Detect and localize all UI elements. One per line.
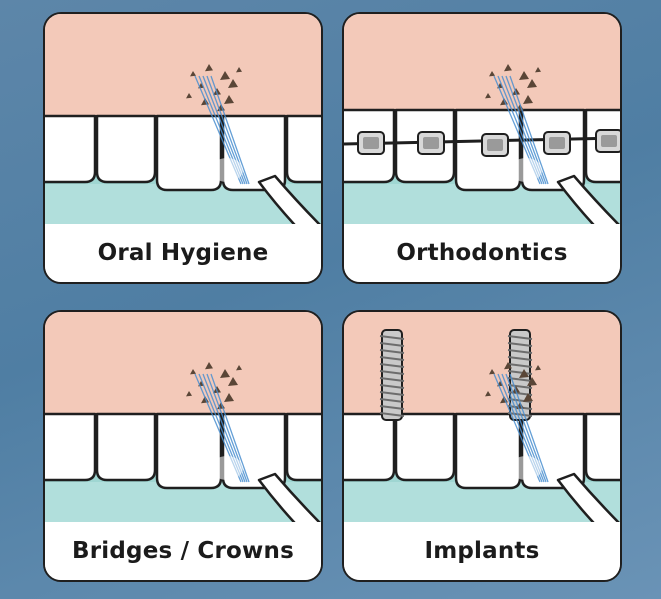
tooth-icon: [285, 412, 321, 482]
flosser-tip-icon: [556, 174, 620, 224]
tooth-icon: [394, 412, 456, 482]
implants-illustration: [344, 312, 620, 522]
implant-screw-icon: [379, 329, 405, 421]
tooth-icon: [95, 114, 157, 184]
flosser-tip-icon: [556, 472, 620, 522]
tooth-icon: [285, 114, 321, 184]
debris-icon: [527, 79, 537, 88]
debris-icon: [236, 365, 242, 371]
debris-icon: [236, 67, 242, 73]
debris-icon: [504, 64, 512, 72]
panel-implants: Implants: [342, 310, 622, 582]
debris-icon: [489, 71, 495, 77]
debris-icon: [186, 93, 192, 99]
debris-icon: [523, 393, 533, 402]
panel-caption: Oral Hygiene: [45, 224, 321, 282]
debris-icon: [523, 95, 533, 104]
water-jet-icon: [493, 75, 549, 185]
tooth-icon: [584, 412, 620, 482]
debris-icon: [489, 369, 495, 375]
flosser-tip-icon: [257, 174, 321, 224]
tooth-icon: [344, 412, 396, 482]
debris-icon: [224, 95, 234, 104]
debris-icon: [224, 393, 234, 402]
panel-caption: Orthodontics: [344, 224, 620, 282]
debris-icon: [485, 93, 491, 99]
tooth-icon: [155, 412, 223, 490]
debris-icon: [535, 365, 541, 371]
orthodontics-illustration: [344, 14, 620, 224]
bridges-crowns-illustration: [45, 312, 321, 522]
panel-caption: Bridges / Crowns: [45, 522, 321, 580]
debris-icon: [535, 67, 541, 73]
debris-icon: [220, 71, 230, 80]
debris-icon: [186, 391, 192, 397]
tooth-icon: [155, 114, 223, 192]
debris-icon: [228, 377, 238, 386]
oral-hygiene-illustration: [45, 14, 321, 224]
tooth-icon: [45, 114, 97, 184]
debris-icon: [519, 369, 529, 378]
debris-icon: [504, 362, 512, 370]
tooth-icon: [454, 412, 522, 490]
flosser-tip-icon: [257, 472, 321, 522]
tooth-icon: [45, 412, 97, 482]
debris-icon: [190, 71, 196, 77]
panel-bridges-crowns: Bridges / Crowns: [43, 310, 323, 582]
debris-icon: [205, 64, 213, 72]
panel-orthodontics: Orthodontics: [342, 12, 622, 284]
debris-icon: [527, 377, 537, 386]
panel-caption: Implants: [344, 522, 620, 580]
debris-icon: [220, 369, 230, 378]
debris-icon: [485, 391, 491, 397]
tooth-icon: [95, 412, 157, 482]
debris-icon: [519, 71, 529, 80]
water-jet-icon: [194, 373, 250, 483]
debris-icon: [190, 369, 196, 375]
panel-oral-hygiene: Oral Hygiene: [43, 12, 323, 284]
debris-icon: [228, 79, 238, 88]
debris-icon: [205, 362, 213, 370]
water-jet-icon: [493, 373, 549, 483]
water-jet-icon: [194, 75, 250, 185]
